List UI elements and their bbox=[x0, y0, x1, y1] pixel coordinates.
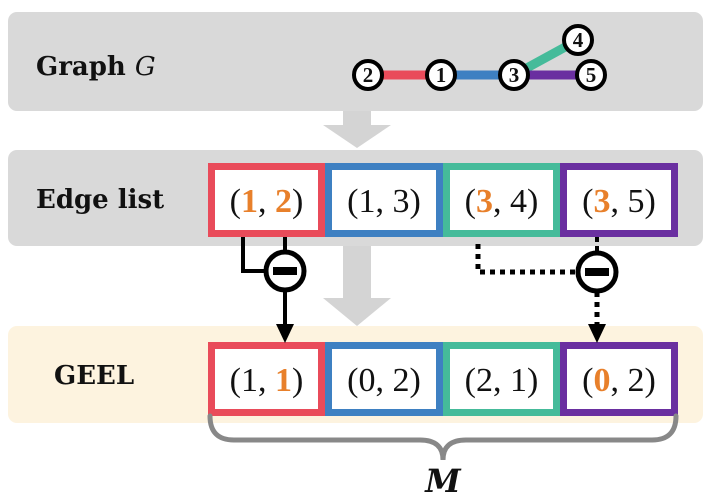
graph-panel bbox=[8, 12, 703, 111]
edge-list-cell-4: (3, 5) bbox=[560, 163, 678, 237]
geel-tuple-text: (2, 1) bbox=[465, 362, 539, 399]
transform-arrow-2 bbox=[323, 246, 391, 326]
edge-list-cell-3: (3, 4) bbox=[443, 163, 560, 237]
edge-list-tuple-text: (1, 3) bbox=[347, 183, 421, 220]
geel-cell-4: (0, 2) bbox=[560, 342, 678, 416]
graph-node-label: 1 bbox=[436, 63, 447, 87]
right-result-arrowhead-icon bbox=[588, 324, 606, 343]
length-brace bbox=[207, 413, 679, 461]
graph-variable: G bbox=[135, 52, 156, 82]
geel-cell-3: (2, 1) bbox=[443, 342, 560, 416]
geel-label: GEEL bbox=[54, 361, 134, 391]
graph-node-2: 2 bbox=[352, 59, 384, 91]
edge-list-tuple-text: (3, 5) bbox=[582, 183, 656, 220]
minus-bar-icon bbox=[585, 268, 609, 276]
geel-tuple-text: (0, 2) bbox=[347, 362, 421, 399]
graph-node-label: 4 bbox=[573, 28, 584, 52]
graph-node-5: 5 bbox=[575, 59, 607, 91]
edge-list-cell-1: (1, 2) bbox=[208, 163, 325, 237]
geel-tuple-text: (1, 1) bbox=[230, 362, 304, 399]
left-result-arrowhead-icon bbox=[276, 324, 294, 343]
edge-list-tuple-text: (1, 2) bbox=[230, 183, 304, 220]
left-connector-from-first bbox=[241, 237, 265, 273]
graph-label: Graph G bbox=[36, 52, 156, 82]
right-connector-from-previous bbox=[475, 244, 577, 275]
right-subtract-operator bbox=[475, 237, 619, 343]
left-subtract-operator bbox=[241, 237, 307, 343]
graph-node-label: 2 bbox=[363, 63, 374, 87]
graph-node-label: 5 bbox=[586, 63, 597, 87]
edge-list-label: Edge list bbox=[36, 185, 164, 215]
geel-cell-2: (0, 2) bbox=[325, 342, 443, 416]
graph-node-1: 1 bbox=[425, 59, 457, 91]
graph-node-4: 4 bbox=[562, 24, 594, 56]
edge-list-cell-2: (1, 3) bbox=[325, 163, 443, 237]
edge-list-tuple-text: (3, 4) bbox=[465, 183, 539, 220]
brace-label: M bbox=[424, 462, 462, 496]
transform-arrow-1 bbox=[323, 111, 391, 148]
minus-bar-icon bbox=[273, 267, 297, 275]
geel-cell-1: (1, 1) bbox=[208, 342, 325, 416]
graph-node-label: 3 bbox=[509, 63, 520, 87]
graph-node-3: 3 bbox=[498, 59, 530, 91]
geel-tuple-text: (0, 2) bbox=[582, 362, 656, 399]
